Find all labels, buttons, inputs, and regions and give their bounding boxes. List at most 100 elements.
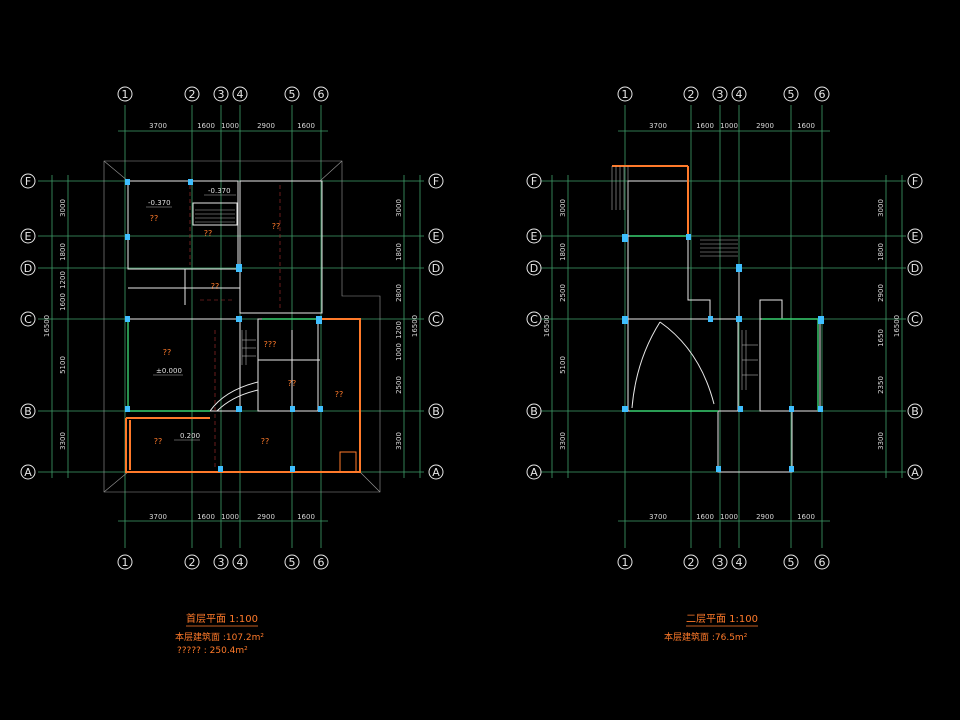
- axis-labels-top: 1 2 3 4 5 6: [117, 86, 329, 102]
- dimension-text: 2500: [559, 284, 567, 302]
- dimension-text: 2900: [877, 284, 885, 302]
- axis-label: C: [432, 313, 440, 326]
- axis-label: 6: [318, 88, 325, 101]
- axis-label: 1: [622, 88, 629, 101]
- level-mark: ±0.000: [156, 367, 182, 375]
- dimension-text: 2900: [257, 513, 275, 521]
- dimension-text: 3000: [395, 199, 403, 217]
- exterior-terrace: [125, 318, 361, 473]
- room-label: ??: [335, 390, 344, 399]
- columns: [125, 179, 323, 472]
- dimension-text: 1200: [59, 271, 67, 289]
- dimension-text: 3300: [395, 432, 403, 450]
- room-label: ??: [204, 229, 213, 238]
- dimension-text: 16500: [411, 315, 419, 337]
- axis-label: 5: [788, 88, 795, 101]
- area-line: 本层建筑面 :107.2m²: [175, 631, 264, 643]
- axis-label: 2: [688, 88, 695, 101]
- axis-label: 2: [688, 556, 695, 569]
- dimension-text: 16500: [43, 315, 51, 337]
- axis-labels-left: F E D C B A: [526, 173, 542, 480]
- dimension-text: 3700: [649, 122, 667, 130]
- dimension-text: 1000: [720, 122, 738, 130]
- room-labels: ?? ?? ?? ?? ??? ?? ?? ?? ?? ??: [150, 214, 344, 446]
- axis-label: F: [25, 175, 31, 188]
- interior-green-lines: [630, 235, 819, 412]
- axis-label: 5: [289, 88, 296, 101]
- axis-label: 1: [122, 556, 129, 569]
- dimension-text: 2350: [877, 376, 885, 394]
- axis-label: 2: [189, 88, 196, 101]
- dimension-text: 2800: [395, 284, 403, 302]
- axis-label: B: [24, 405, 32, 418]
- area-line: 本层建筑面 :76.5m²: [664, 631, 748, 643]
- roof-outline: [103, 160, 381, 493]
- axis-label: D: [24, 262, 32, 275]
- stairs: [195, 209, 256, 365]
- axis-label: D: [432, 262, 440, 275]
- stairs: [700, 239, 758, 390]
- dimension-text: 3300: [877, 432, 885, 450]
- dimension-text: 3700: [149, 513, 167, 521]
- ground-floor-plan: 1 2 3 4 5 6 1 2 3 4 5 6 F E D C B A F E: [20, 86, 444, 656]
- axis-label: E: [25, 230, 32, 243]
- axis-label: C: [24, 313, 32, 326]
- dimension-lines: [51, 130, 421, 522]
- room-label: ???: [264, 340, 277, 349]
- room-label: ??: [163, 348, 172, 357]
- axis-labels-top: 1 2 3 4 5 6: [617, 86, 830, 102]
- dimension-text: 1000: [720, 513, 738, 521]
- level-marks: -0.370 -0.370 ±0.000 0.200: [146, 187, 236, 441]
- dimension-text: 1000: [221, 122, 239, 130]
- axis-label: E: [531, 230, 538, 243]
- dimension-text: 1800: [395, 243, 403, 261]
- axis-label: A: [432, 466, 440, 479]
- axis-labels-left: F E D C B A: [20, 173, 36, 480]
- axis-label: D: [530, 262, 538, 275]
- axis-label: 4: [736, 556, 743, 569]
- dimension-text: 2900: [257, 122, 275, 130]
- axis-label: 5: [788, 556, 795, 569]
- level-mark: -0.370: [208, 187, 231, 195]
- dimension-text: 16500: [543, 315, 551, 337]
- dimension-text: 1000: [395, 343, 403, 361]
- axis-label: 6: [819, 88, 826, 101]
- dashed-lines: [189, 185, 281, 470]
- dimension-text: 2900: [756, 513, 774, 521]
- dimension-text: 1600: [797, 513, 815, 521]
- axis-label: C: [530, 313, 538, 326]
- axis-label: F: [912, 175, 918, 188]
- room-label: ??: [211, 282, 220, 291]
- balcony: [611, 165, 689, 236]
- dimension-text: 3300: [559, 432, 567, 450]
- level-mark: -0.370: [148, 199, 171, 207]
- level-mark: 0.200: [180, 432, 200, 440]
- room-label: ??: [272, 222, 281, 231]
- axis-label: C: [911, 313, 919, 326]
- dimension-lines: [551, 130, 903, 522]
- dimension-text: 1600: [197, 513, 215, 521]
- dimension-text: 3300: [59, 432, 67, 450]
- axis-labels-bottom: 1 2 3 4 5 6: [117, 554, 329, 570]
- dimensions-right: 3000 1800 2800 1200 1000 2500 3300 16500: [395, 199, 419, 450]
- dimension-text: 1600: [797, 122, 815, 130]
- axis-label: D: [911, 262, 919, 275]
- axis-labels-right: F E D C B A: [428, 173, 444, 480]
- axis-label: 5: [289, 556, 296, 569]
- dimension-text: 1000: [221, 513, 239, 521]
- dimensions-left: 3000 1800 1200 1600 5100 3300 16500: [43, 199, 67, 450]
- axis-labels-bottom: 1 2 3 4 5 6: [617, 554, 830, 570]
- axis-label: 4: [237, 88, 244, 101]
- axis-label: A: [911, 466, 919, 479]
- axis-label: B: [911, 405, 919, 418]
- dimension-text: 1800: [59, 243, 67, 261]
- interior-green-lines: [127, 318, 318, 473]
- plan-title: 二层平面 1:100: [686, 613, 758, 625]
- axis-label: 4: [736, 88, 743, 101]
- dimension-text: 1800: [877, 243, 885, 261]
- axis-label: B: [530, 405, 538, 418]
- axis-label: 3: [717, 556, 724, 569]
- dimensions-top: 3700 1600 1000 2900 1600: [149, 122, 315, 130]
- axis-label: 2: [189, 556, 196, 569]
